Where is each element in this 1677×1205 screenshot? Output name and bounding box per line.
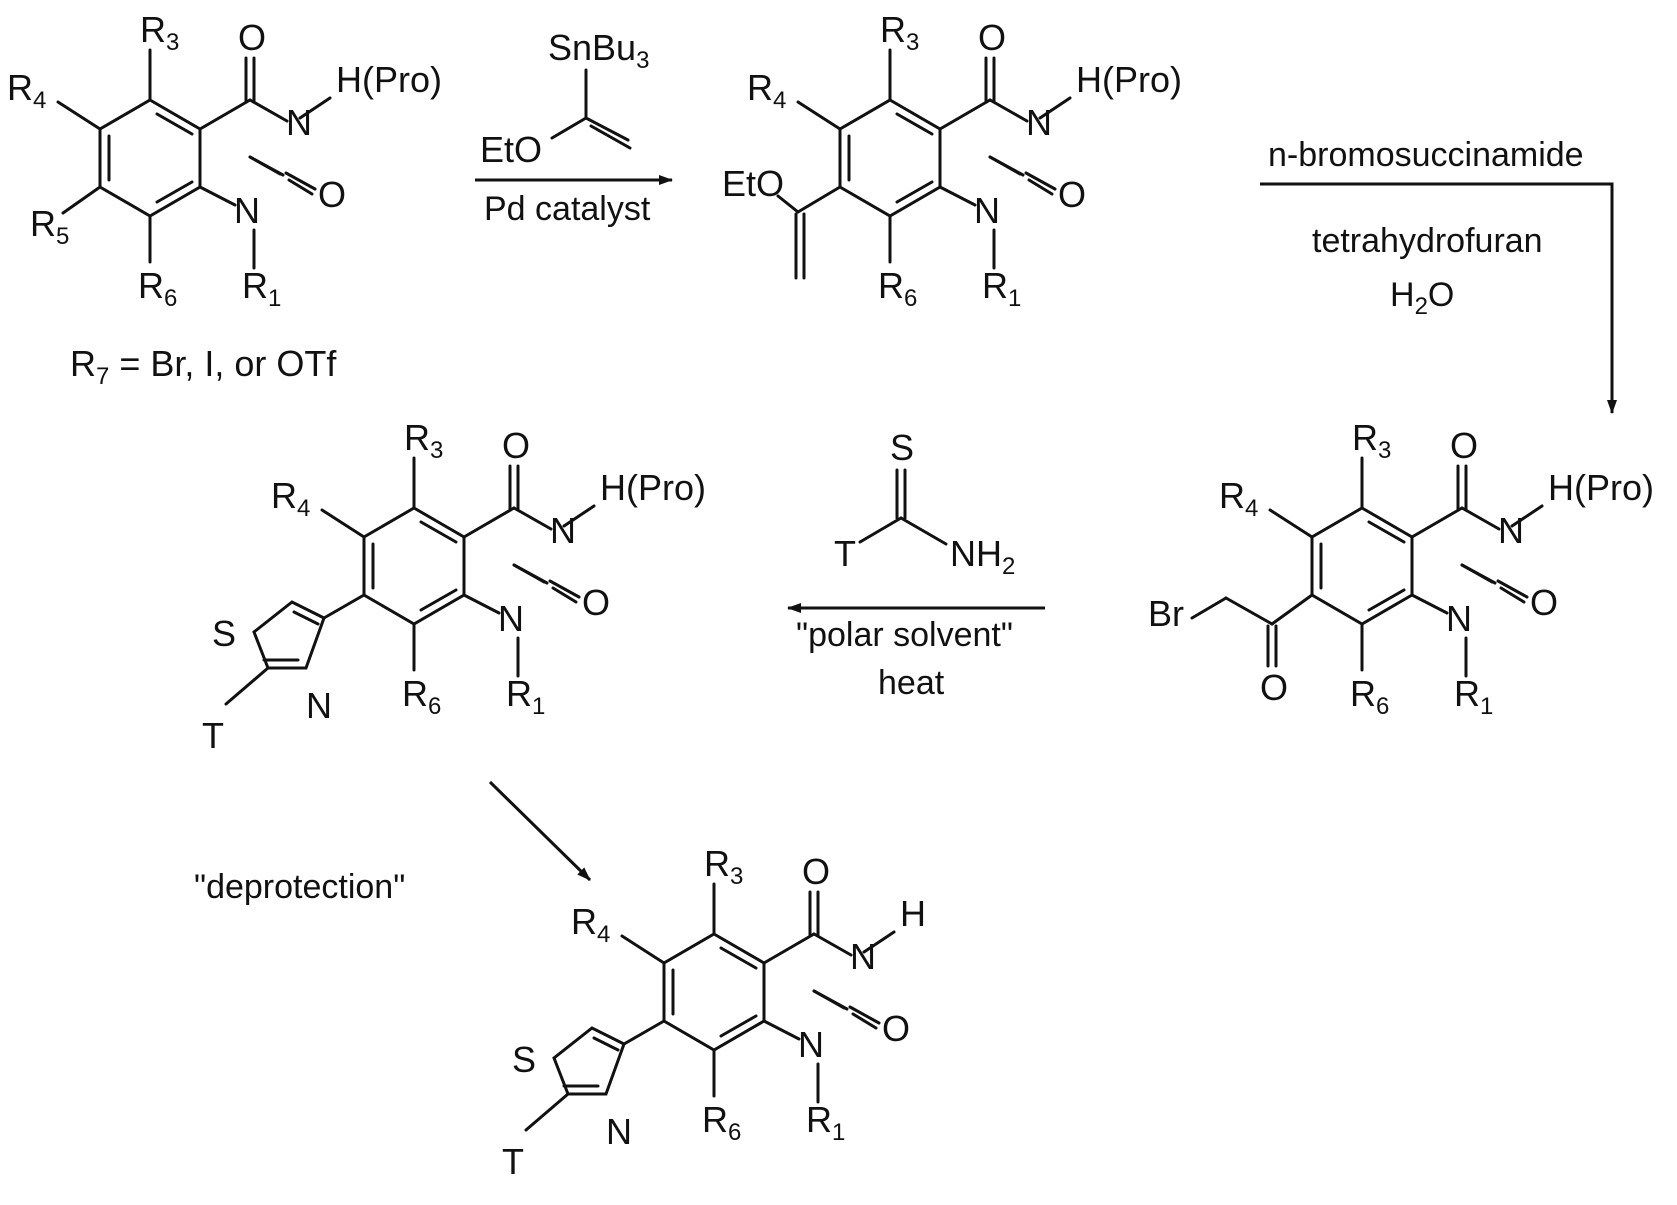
n1-label: N xyxy=(1446,598,1472,639)
thiazole-t-label: T xyxy=(502,1141,524,1182)
r6-label: R6 xyxy=(878,265,917,312)
thiazole-n-label: N xyxy=(306,685,332,726)
carbonyl-o-right: O xyxy=(1530,582,1558,623)
stannane-eto-label: EtO xyxy=(480,129,542,170)
bromoketone-intermediate: R3 R4 R6 R1 O O N N H(Pro) Br O xyxy=(1148,417,1654,720)
step4-label: "deprotection" xyxy=(194,868,405,906)
r1-label: R1 xyxy=(1454,673,1493,720)
h-label: H xyxy=(900,893,926,934)
n3-label: N xyxy=(1026,102,1052,143)
step3-solvent: "polar solvent" xyxy=(796,616,1013,654)
eto-label: EtO xyxy=(722,163,784,204)
thiazole-s-label: S xyxy=(512,1039,536,1080)
r3-label: R3 xyxy=(404,417,443,464)
r4-label: R4 xyxy=(747,67,786,114)
thioamide-nh2-label: NH2 xyxy=(950,533,1015,580)
n3-label: N xyxy=(850,936,876,977)
carbonyl-o-top: O xyxy=(978,17,1006,58)
n1-label: N xyxy=(234,190,260,231)
carbonyl-o-top: O xyxy=(1450,425,1478,466)
carbonyl-o-right: O xyxy=(582,582,610,623)
start-material: R3 R4 R5 R6 R1 O O N N H(Pro) R7 = Br, I… xyxy=(7,9,442,390)
step4-arrow xyxy=(490,782,590,880)
r3-label: R3 xyxy=(140,9,179,56)
br-label: Br xyxy=(1148,593,1184,634)
n1-label: N xyxy=(798,1024,824,1065)
n3-label: N xyxy=(550,510,576,551)
step2-reagent: n-bromosuccinamide xyxy=(1268,136,1584,174)
r6-label: R6 xyxy=(402,673,441,720)
n3-label: N xyxy=(1498,510,1524,551)
carbonyl-o-right: O xyxy=(318,174,346,215)
r6-label: R6 xyxy=(702,1099,741,1146)
r6-label: R6 xyxy=(1350,673,1389,720)
enol-ether-intermediate: R3 R4 R6 R1 O O N N H(Pro) EtO xyxy=(722,9,1182,312)
carbonyl-o-right: O xyxy=(882,1008,910,1049)
r3-label: R3 xyxy=(704,843,743,890)
thiazole-protected-product: R3 R4 R6 R1 O O N N H(Pro) S N T xyxy=(202,417,706,756)
step2-water: H2O xyxy=(1390,276,1454,320)
n3-label: N xyxy=(286,102,312,143)
h-pro-label: H(Pro) xyxy=(600,467,706,508)
r1-label: R1 xyxy=(242,265,281,312)
final-product: R3 R4 R6 R1 O O N N H S N T xyxy=(502,843,926,1182)
carbonyl-o-top: O xyxy=(802,851,830,892)
r1-label: R1 xyxy=(506,673,545,720)
thiazole-n-label: N xyxy=(606,1111,632,1152)
r4-label: R4 xyxy=(571,901,610,948)
stannane-label: SnBu3 xyxy=(548,27,649,74)
r3-label: R3 xyxy=(1352,417,1391,464)
n1-label: N xyxy=(498,598,524,639)
ketone-o-label: O xyxy=(1260,667,1288,708)
thioamide-t-label: T xyxy=(834,533,856,574)
h-pro-label: H(Pro) xyxy=(1076,59,1182,100)
r7-note: R7 = Br, I, or OTf xyxy=(70,343,337,390)
n1-label: N xyxy=(974,190,1000,231)
step3-heat: heat xyxy=(878,664,945,702)
h-pro-label: H(Pro) xyxy=(1548,467,1654,508)
step2-solvent: tetrahydrofuran xyxy=(1312,222,1543,260)
r4-label: R4 xyxy=(271,475,310,522)
r4-label: R4 xyxy=(1219,475,1258,522)
carbonyl-o-top: O xyxy=(502,425,530,466)
r4-label: R4 xyxy=(7,67,46,114)
step1-catalyst: Pd catalyst xyxy=(484,190,651,228)
step1-reagent-stannane: SnBu3 EtO xyxy=(480,27,649,170)
thioamide-s-label: S xyxy=(890,427,914,468)
carbonyl-o-right: O xyxy=(1058,174,1086,215)
thiazole-s-label: S xyxy=(212,613,236,654)
r3-label: R3 xyxy=(880,9,919,56)
thiazole-t-label: T xyxy=(202,715,224,756)
step3-reagent-thioamide: S T NH2 xyxy=(834,427,1015,580)
r1-label: R1 xyxy=(982,265,1021,312)
r1-label: R1 xyxy=(806,1099,845,1146)
carbonyl-o-top: O xyxy=(238,17,266,58)
h-pro-label: H(Pro) xyxy=(336,59,442,100)
r5-label: R5 xyxy=(30,203,69,250)
r6-label: R6 xyxy=(138,265,177,312)
